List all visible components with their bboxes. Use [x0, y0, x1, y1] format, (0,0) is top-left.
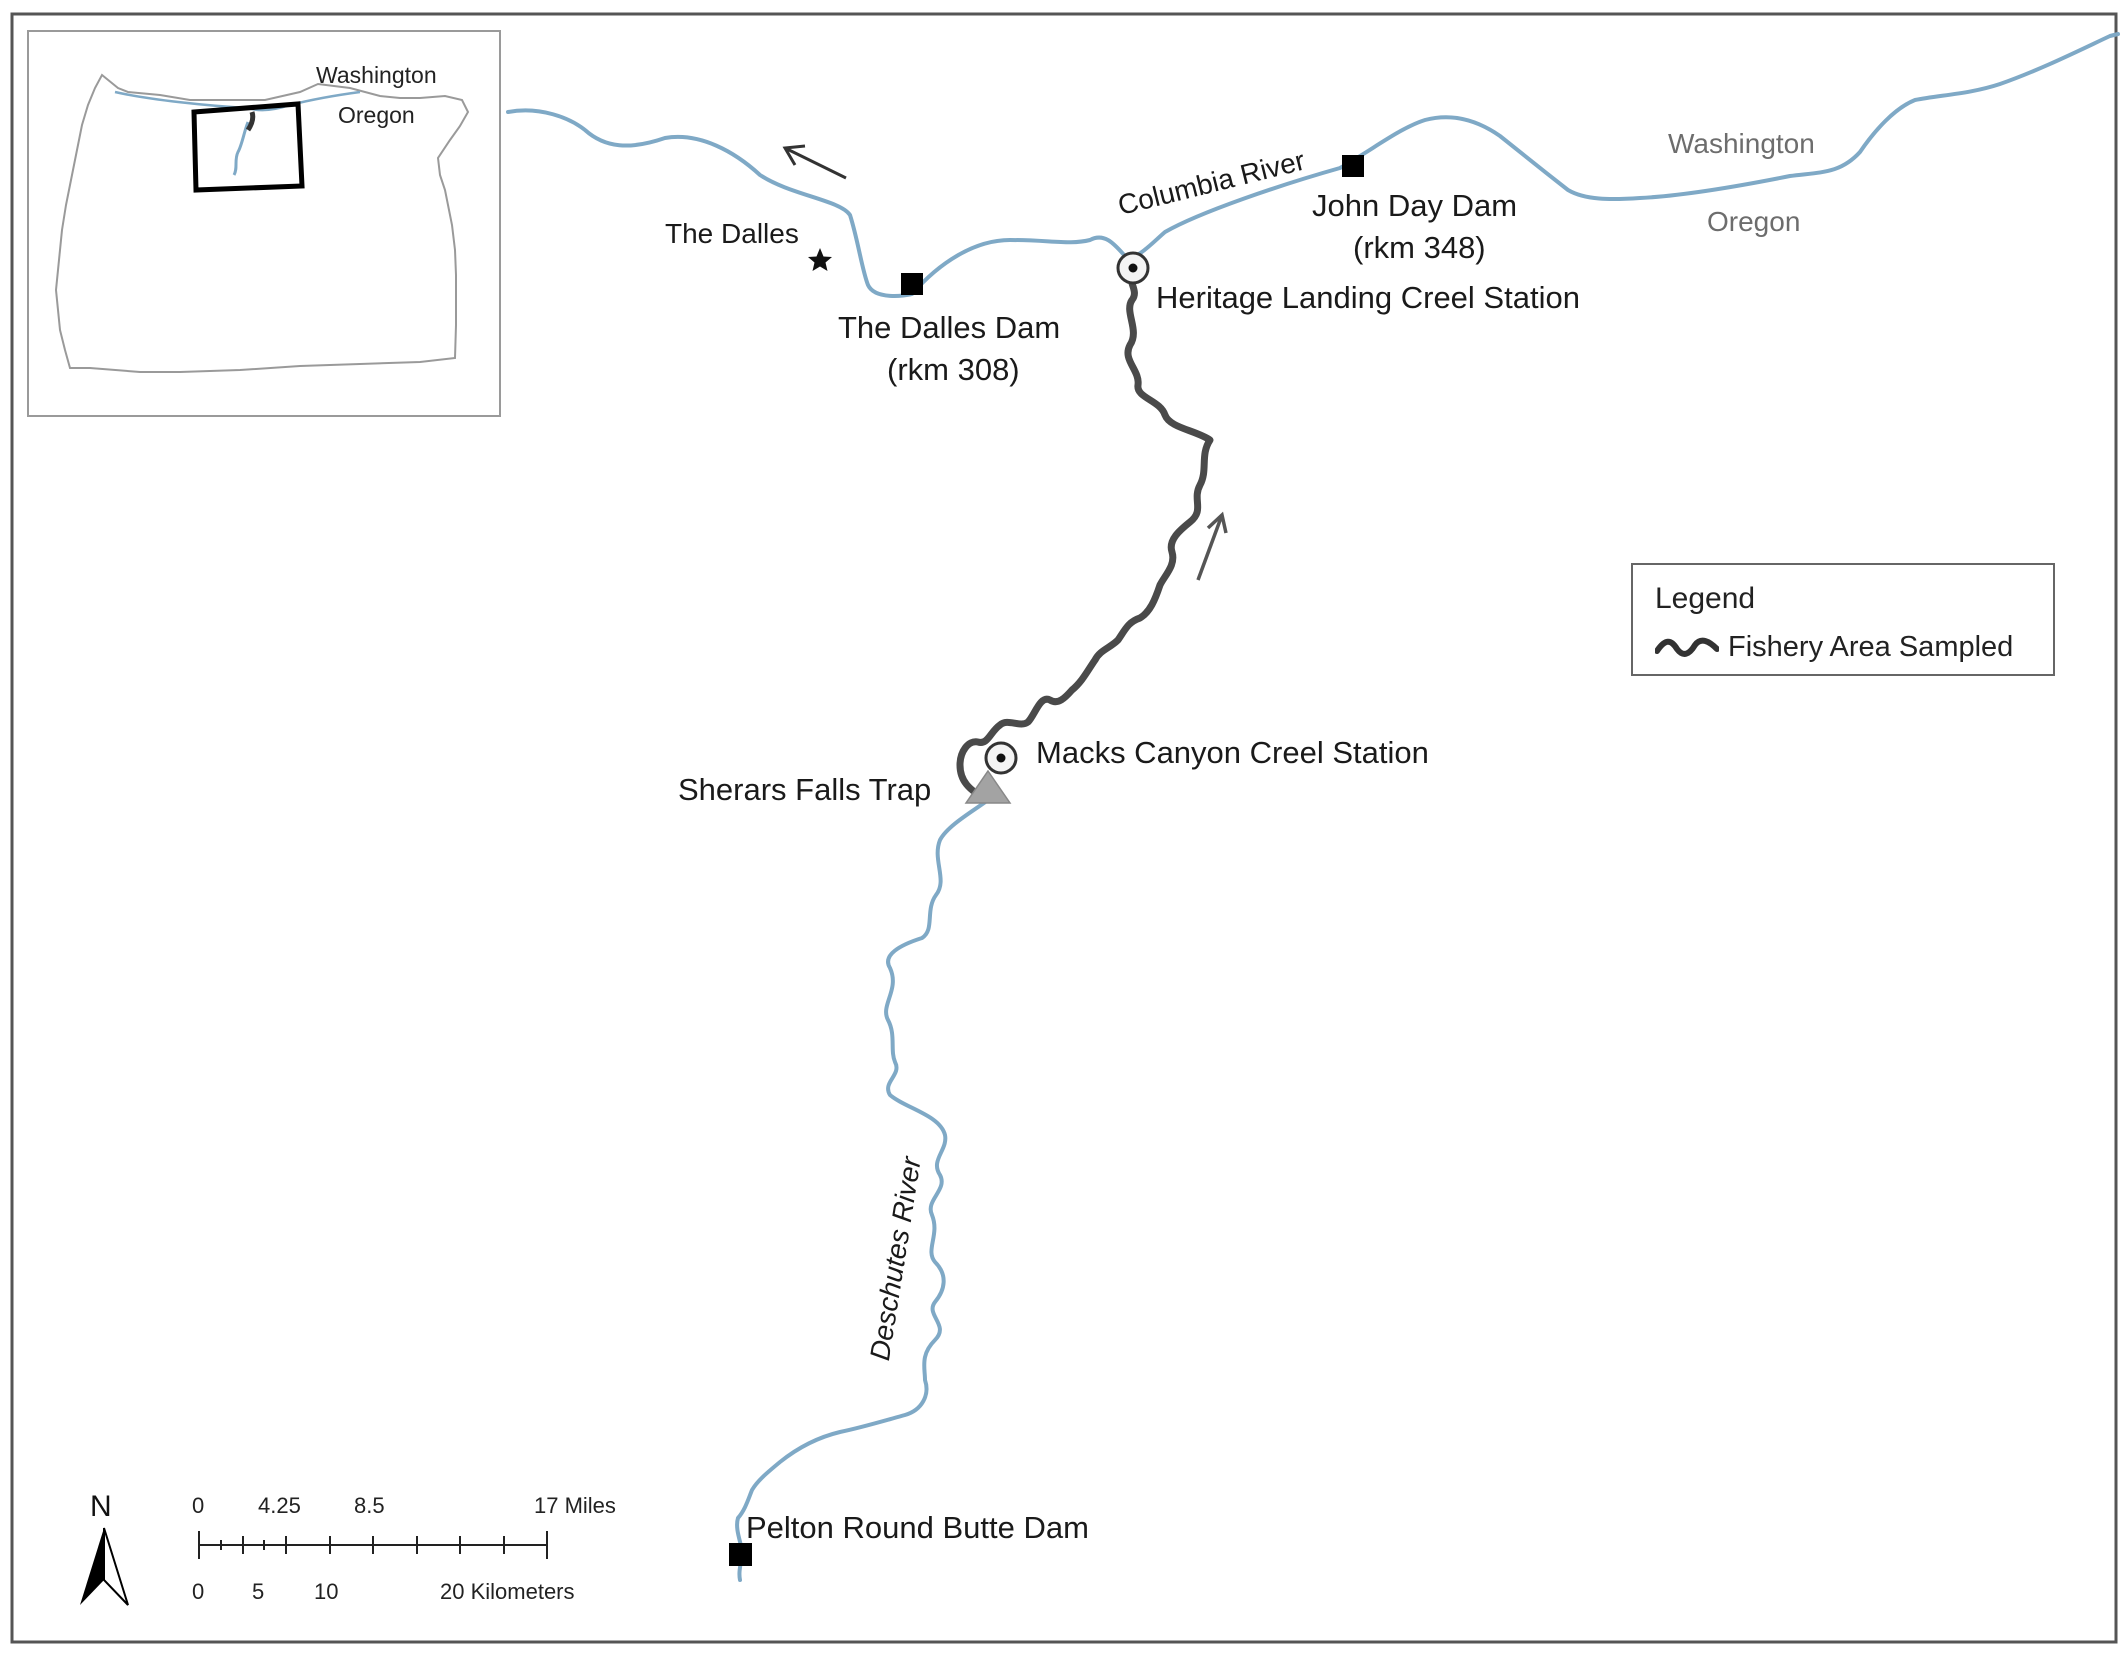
map-frame: [10, 12, 2118, 1644]
legend-sampled-swatch-icon: [1655, 637, 1719, 657]
pelton-dam-marker-icon: [729, 1543, 752, 1566]
label-john-day-rkm: (rkm 348): [1353, 230, 1486, 265]
inset-label-washington: Washington: [316, 62, 437, 88]
scale-km-5: 5: [252, 1579, 265, 1604]
flow-arrow-columbia-icon: [782, 144, 847, 180]
inset-label-oregon: Oregon: [338, 102, 415, 128]
label-oregon: Oregon: [1707, 206, 1801, 237]
label-john-day-dam: John Day Dam: [1312, 188, 1518, 223]
fishery-area-sampled-line: [956, 264, 1214, 804]
scale-mile-17: 17 Miles: [534, 1493, 616, 1518]
dalles-dam-marker-icon: [901, 273, 923, 295]
legend-title: Legend: [1655, 582, 1756, 615]
john-day-dam-marker-icon: [1342, 155, 1364, 177]
flow-arrow-deschutes-icon: [1196, 511, 1228, 581]
north-arrow-icon: [80, 1527, 129, 1606]
deschutes-river-line: [735, 798, 990, 1582]
map-legend: Legend Fishery Area Sampled: [1631, 563, 2055, 676]
label-macks-canyon: Macks Canyon Creel Station: [1036, 735, 1429, 770]
scale-km-20: 20 Kilometers: [440, 1579, 575, 1604]
inset-deschutes-line: [232, 121, 250, 176]
legend-item-fishery-area: Fishery Area Sampled: [1728, 631, 2014, 663]
the-dalles-star-icon: [808, 248, 832, 271]
macks-canyon-station-marker-icon: [984, 741, 1018, 775]
label-washington: Washington: [1668, 128, 1815, 159]
label-sherars-falls: Sherars Falls Trap: [678, 772, 932, 807]
north-arrow-label: N: [90, 1490, 112, 1523]
label-dalles-dam: The Dalles Dam: [838, 310, 1061, 345]
scale-km-0: 0: [192, 1579, 205, 1604]
scale-mile-4-25: 4.25: [258, 1493, 301, 1518]
inset-columbia-line: [114, 90, 361, 112]
scale-bar: [198, 1531, 548, 1559]
label-heritage-station: Heritage Landing Creel Station: [1156, 280, 1580, 315]
inset-study-area-box: [191, 101, 305, 193]
columbia-river-line: [506, 32, 2120, 298]
heritage-station-marker-icon: [1116, 251, 1150, 285]
label-the-dalles: The Dalles: [665, 218, 799, 249]
label-pelton-dam: Pelton Round Butte Dam: [746, 1510, 1089, 1545]
scale-km-10: 10: [314, 1579, 339, 1604]
sherars-falls-trap-marker-icon: [964, 769, 1012, 804]
scale-mile-0: 0: [192, 1493, 205, 1518]
inset-oregon-outline: [54, 73, 470, 373]
inset-map-frame: [27, 30, 501, 417]
label-dalles-dam-rkm: (rkm 308): [887, 352, 1020, 387]
scale-mile-8-5: 8.5: [354, 1493, 385, 1518]
inset-sampled-line: [245, 111, 256, 132]
